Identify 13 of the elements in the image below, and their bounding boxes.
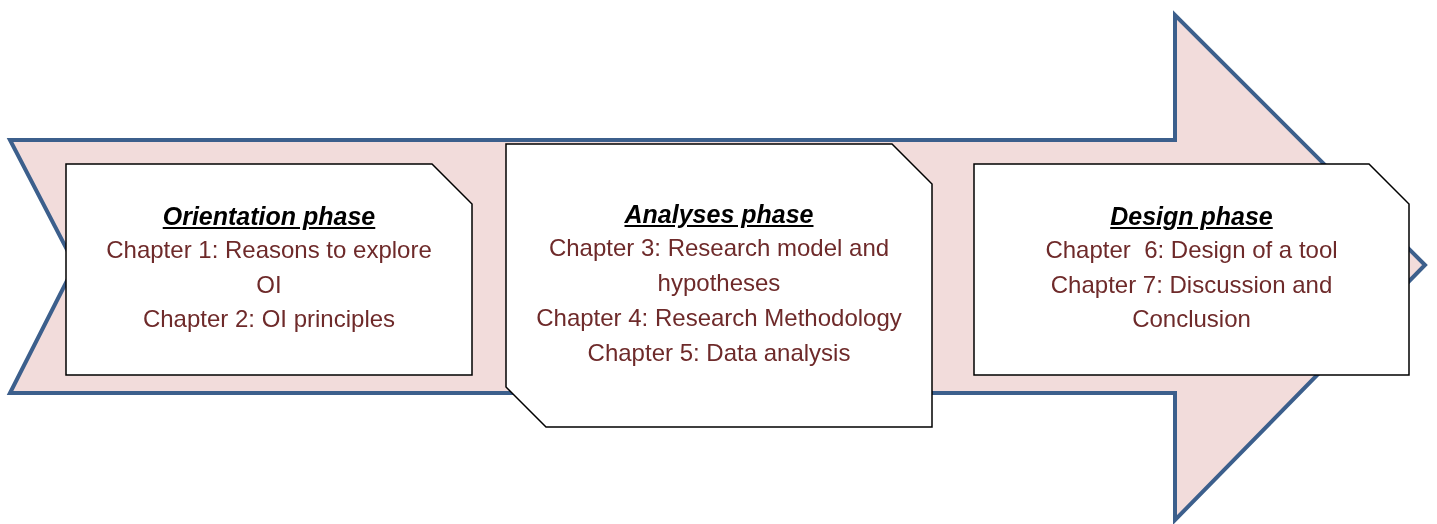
phase-card	[973, 163, 1410, 376]
chapter-text: Chapter 7: Discussion and Conclusion	[1049, 269, 1334, 335]
phase-heading: Design phase	[1110, 201, 1273, 231]
phase-card	[65, 163, 473, 376]
chapter-text: Chapter 1: Reasons to explore OI	[105, 234, 433, 300]
chapter-text: Chapter 4: Research Methodology	[536, 303, 902, 333]
chapter-text: Chapter 2: OI principles	[142, 304, 396, 335]
phase-card	[505, 143, 933, 428]
chapter-text: Chapter 3: Research model and hypotheses	[547, 233, 891, 299]
chapter-text: Chapter 5: Data analysis	[587, 337, 851, 368]
phase-heading: Orientation phase	[162, 201, 376, 231]
phase-heading: Analyses phase	[624, 200, 814, 230]
chapter-text: Chapter 6: Design of a tool	[1045, 234, 1338, 265]
